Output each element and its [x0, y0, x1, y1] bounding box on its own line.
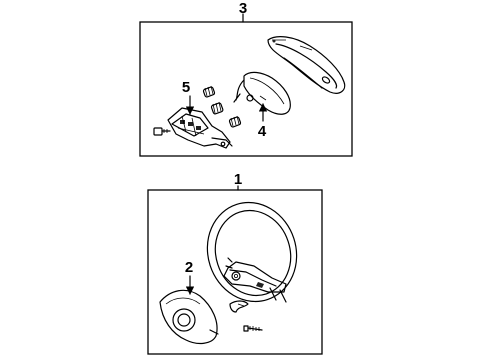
upper-assembly-group: 5 4 3	[139, 0, 353, 157]
airbag-module	[233, 71, 291, 115]
bolt	[153, 127, 171, 136]
spring-upper	[202, 85, 216, 98]
steering-wheel-rim	[206, 201, 298, 303]
steering-wheel-hub	[223, 257, 287, 303]
clip-part	[229, 300, 249, 313]
steering-wheel-group: 2 1	[147, 171, 323, 355]
horn-pad-cover	[267, 36, 346, 94]
callout-2: 2	[185, 259, 193, 276]
spring-parts	[202, 85, 242, 128]
screw	[243, 325, 263, 332]
callout-4: 4	[258, 123, 267, 140]
spring-lower	[228, 115, 242, 128]
callout-3: 3	[239, 0, 247, 17]
spring-middle	[210, 101, 224, 115]
lower-group-frame	[147, 189, 323, 355]
callout-1: 1	[234, 171, 242, 188]
horn-bracket-assembly	[167, 107, 233, 149]
callout-5: 5	[182, 79, 190, 96]
